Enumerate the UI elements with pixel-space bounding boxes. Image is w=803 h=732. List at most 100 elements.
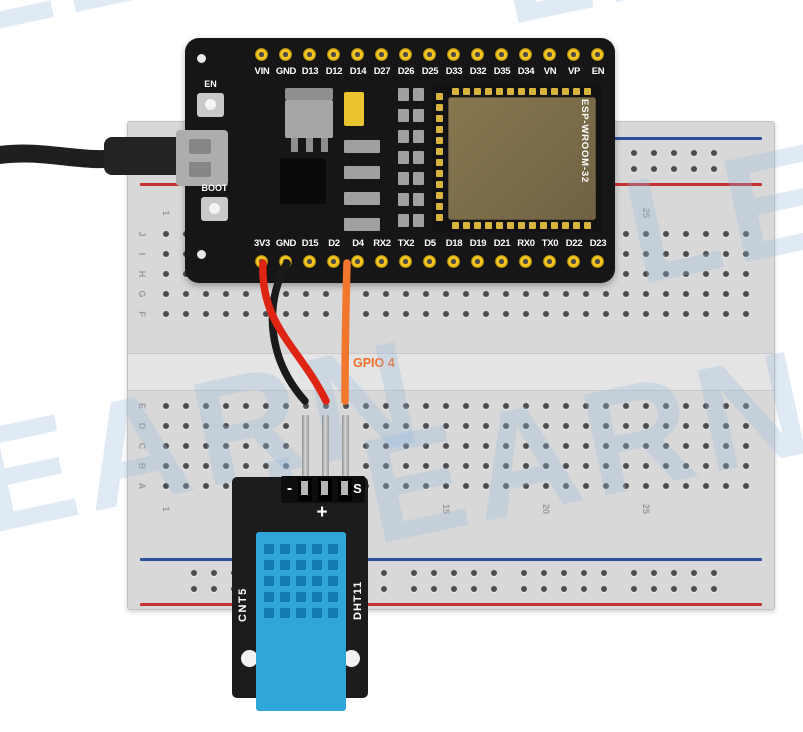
breadboard-hole bbox=[443, 443, 449, 449]
rail-hole bbox=[651, 586, 657, 592]
breadboard-hole bbox=[463, 403, 469, 409]
wroom-pad bbox=[436, 203, 443, 210]
regulator-leg bbox=[321, 138, 328, 152]
breadboard-hole bbox=[603, 483, 609, 489]
breadboard-hole bbox=[503, 311, 509, 317]
breadboard-hole bbox=[703, 231, 709, 237]
column-number: 20 bbox=[541, 503, 551, 514]
rail-hole bbox=[631, 150, 637, 156]
breadboard-hole bbox=[403, 423, 409, 429]
esp-pin-label: D2 bbox=[328, 238, 340, 249]
breadboard-hole bbox=[643, 231, 649, 237]
breadboard-hole bbox=[263, 443, 269, 449]
wroom-pad bbox=[584, 222, 591, 229]
rail-hole bbox=[411, 586, 417, 592]
breadboard-hole bbox=[663, 231, 669, 237]
breadboard-hole bbox=[723, 311, 729, 317]
breadboard-hole bbox=[543, 291, 549, 297]
mounting-hole bbox=[197, 250, 206, 259]
wroom-pad bbox=[529, 222, 536, 229]
breadboard-hole bbox=[403, 443, 409, 449]
breadboard-hole bbox=[583, 463, 589, 469]
wroom-pad bbox=[496, 88, 503, 95]
esp-pin-hole bbox=[399, 255, 412, 268]
breadboard-hole bbox=[523, 443, 529, 449]
breadboard-hole bbox=[603, 291, 609, 297]
breadboard-hole bbox=[423, 443, 429, 449]
rail-hole bbox=[691, 166, 697, 172]
rail-hole bbox=[411, 570, 417, 576]
pin-metal bbox=[301, 481, 308, 495]
breadboard-hole bbox=[503, 291, 509, 297]
breadboard-hole bbox=[543, 423, 549, 429]
esp-pin-label: D32 bbox=[469, 66, 487, 77]
esp-pin-hole bbox=[303, 255, 316, 268]
breadboard-hole bbox=[563, 483, 569, 489]
dht-pin-plus bbox=[322, 415, 329, 503]
breadboard-hole bbox=[743, 311, 749, 317]
dht11-pin-header: - S bbox=[281, 476, 365, 503]
rail-hole bbox=[191, 570, 197, 576]
sensor-vent-hole bbox=[264, 608, 274, 618]
breadboard-hole bbox=[263, 403, 269, 409]
breadboard-hole bbox=[243, 311, 249, 317]
rail-hole bbox=[211, 586, 217, 592]
breadboard-hole bbox=[743, 403, 749, 409]
breadboard-hole bbox=[383, 311, 389, 317]
esp-pin-hole bbox=[399, 48, 412, 61]
wroom-pad bbox=[474, 222, 481, 229]
breadboard-hole bbox=[403, 403, 409, 409]
breadboard-hole bbox=[203, 403, 209, 409]
breadboard-hole bbox=[723, 463, 729, 469]
breadboard-hole bbox=[183, 463, 189, 469]
esp-pin-hole bbox=[447, 48, 460, 61]
breadboard-hole bbox=[163, 403, 169, 409]
wroom-pad bbox=[540, 222, 547, 229]
smd-component bbox=[398, 214, 409, 227]
dht11-module-pcb bbox=[232, 477, 368, 711]
smd-component bbox=[344, 166, 380, 179]
breadboard-hole bbox=[643, 403, 649, 409]
row-letter: C bbox=[137, 442, 147, 450]
smd-component bbox=[398, 109, 409, 122]
wroom-pad bbox=[436, 104, 443, 111]
esp-pin-label: D23 bbox=[589, 238, 607, 249]
smd-component bbox=[344, 218, 380, 231]
esp-pin-hole bbox=[255, 48, 268, 61]
breadboard-hole bbox=[423, 403, 429, 409]
breadboard-hole bbox=[643, 251, 649, 257]
smd-component bbox=[413, 130, 424, 143]
breadboard-hole bbox=[203, 463, 209, 469]
breadboard-hole bbox=[483, 311, 489, 317]
wroom-pad bbox=[507, 88, 514, 95]
boot-button bbox=[201, 197, 228, 221]
rail-hole bbox=[541, 570, 547, 576]
rail-hole bbox=[491, 586, 497, 592]
rail-hole bbox=[651, 150, 657, 156]
smd-component bbox=[413, 214, 424, 227]
column-number: 25 bbox=[641, 207, 651, 218]
breadboard-hole bbox=[543, 483, 549, 489]
breadboard-hole bbox=[743, 231, 749, 237]
breadboard-hole bbox=[483, 423, 489, 429]
regulator-leg bbox=[306, 138, 313, 152]
breadboard-hole bbox=[223, 483, 229, 489]
breadboard-hole bbox=[363, 423, 369, 429]
wroom-pad bbox=[436, 214, 443, 221]
breadboard-hole bbox=[203, 291, 209, 297]
mounting-hole bbox=[343, 650, 360, 667]
breadboard-hole bbox=[583, 311, 589, 317]
breadboard-hole bbox=[723, 403, 729, 409]
rail-hole bbox=[601, 570, 607, 576]
esp-pin-label: D4 bbox=[352, 238, 364, 249]
breadboard-hole bbox=[163, 231, 169, 237]
breadboard-hole bbox=[723, 483, 729, 489]
breadboard-hole bbox=[723, 291, 729, 297]
rail-hole bbox=[451, 586, 457, 592]
breadboard-hole bbox=[623, 443, 629, 449]
wroom-pad bbox=[436, 148, 443, 155]
breadboard-hole bbox=[343, 291, 349, 297]
sensor-vent-hole bbox=[280, 560, 290, 570]
mounting-hole bbox=[197, 54, 206, 63]
breadboard-hole bbox=[703, 423, 709, 429]
